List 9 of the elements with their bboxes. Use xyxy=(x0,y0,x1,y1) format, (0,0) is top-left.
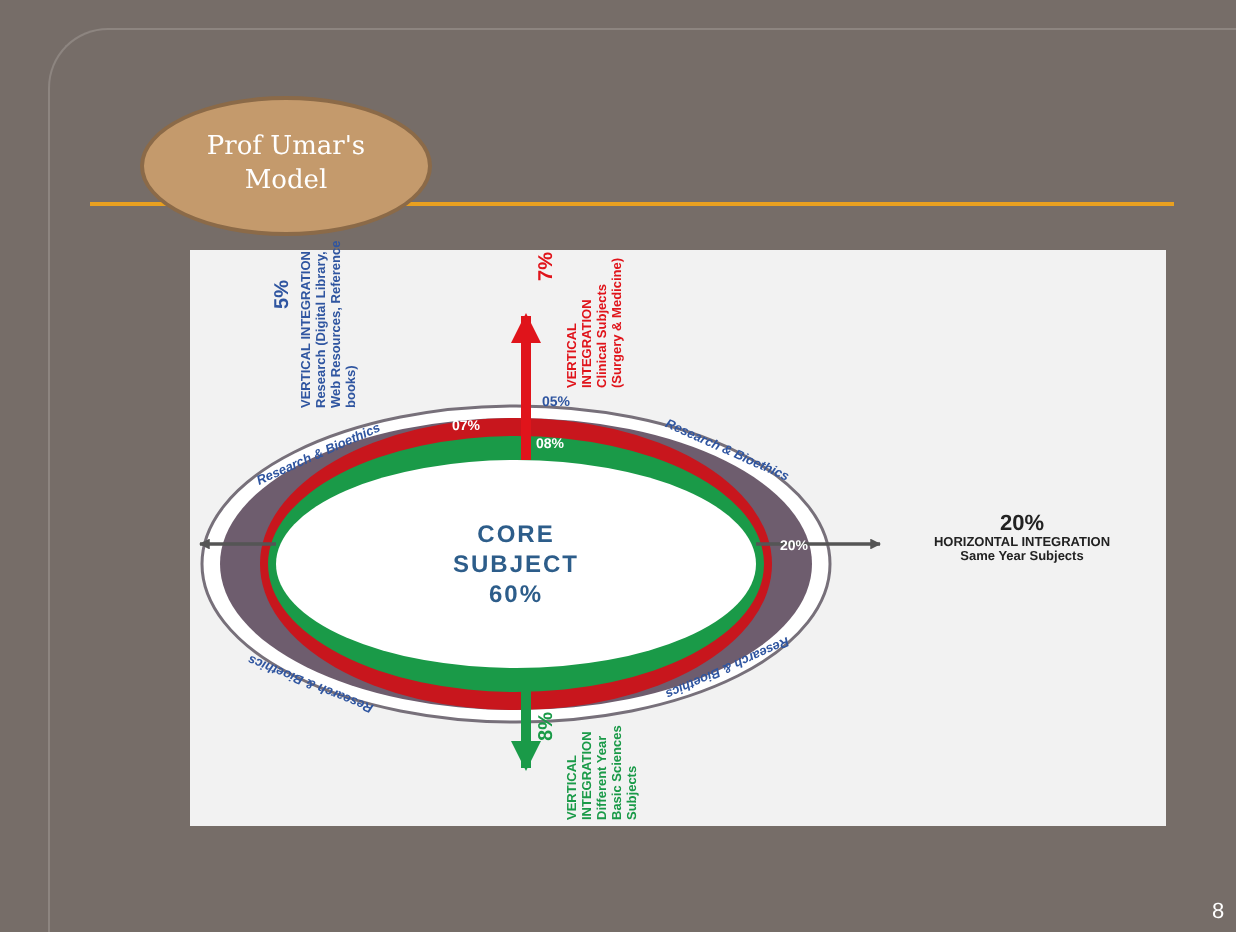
arrow xyxy=(511,313,541,460)
percent-label: 7% xyxy=(536,252,559,281)
percent-label: 20% xyxy=(997,512,1047,536)
arrow xyxy=(198,538,276,550)
arrow xyxy=(756,538,882,550)
percent-label: 5% xyxy=(272,280,295,309)
percent-label: 8% xyxy=(536,712,559,741)
title-ellipse: Prof Umar's Model xyxy=(140,96,432,236)
slide-number: 8 xyxy=(1212,900,1225,924)
